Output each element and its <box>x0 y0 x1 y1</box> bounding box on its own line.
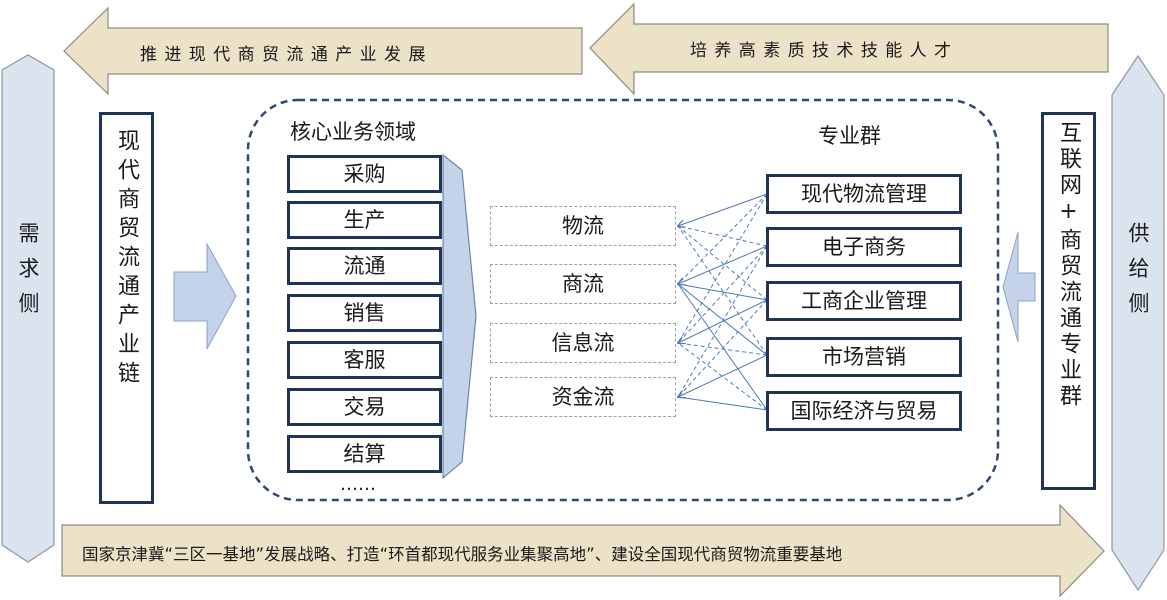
major-item: 工商企业管理 <box>766 281 962 321</box>
industry-chain-box: 现代商贸流通产业链 <box>99 112 154 504</box>
right-flow-arrow <box>1002 231 1036 343</box>
core-item: 采购 <box>287 155 442 193</box>
flow-item: 资金流 <box>490 377 676 417</box>
major-item: 电子商务 <box>766 227 962 267</box>
demand-side-shape <box>1 54 55 563</box>
bottom-arrow-label: 国家京津冀“三区一基地”发展战略、打造“环首都现代服务业集聚高地”、建设全国现代… <box>82 545 843 564</box>
industry-chain-label: 现代商贸流通产业链 <box>114 129 139 390</box>
supply-side-shape <box>1111 54 1165 592</box>
major-item: 市场营销 <box>766 337 962 377</box>
core-item: 客服 <box>287 341 442 379</box>
top-left-arrow-label: 推 进 现 代 商 贸 流 通 产 业 发 展 <box>140 45 427 65</box>
top-right-arrow-shape <box>589 2 1109 96</box>
major-group-title: 专业群 <box>818 124 881 148</box>
core-item: 流通 <box>287 247 442 285</box>
professional-group-label: 互联网+商贸流通专业群 <box>1056 121 1081 410</box>
core-item: 交易 <box>287 388 442 426</box>
bottom-arrow-shape <box>61 503 1105 598</box>
core-item: 生产 <box>287 201 442 239</box>
core-bracket <box>442 153 477 480</box>
professional-group-box: 互联网+商贸流通专业群 <box>1041 112 1096 490</box>
core-item: 结算 <box>287 435 442 473</box>
demand-side-label: 需求侧 <box>16 222 40 327</box>
core-item: 销售 <box>287 294 442 332</box>
connector-lines <box>678 193 768 411</box>
core-more-ellipsis: …… <box>340 474 376 495</box>
major-item: 国际经济与贸易 <box>766 391 962 431</box>
supply-side-label: 供给侧 <box>1126 222 1150 327</box>
flow-item: 物流 <box>490 206 676 246</box>
flow-item: 信息流 <box>490 323 676 363</box>
top-right-arrow-label: 培 养 高 素 质 技 术 技 能 人 才 <box>690 41 953 61</box>
left-flow-arrow <box>173 242 237 350</box>
flow-item: 商流 <box>490 264 676 304</box>
major-item: 现代物流管理 <box>766 174 962 214</box>
core-area-title: 核心业务领域 <box>290 120 416 144</box>
top-left-arrow-shape <box>63 6 583 96</box>
core-container <box>246 98 1000 502</box>
